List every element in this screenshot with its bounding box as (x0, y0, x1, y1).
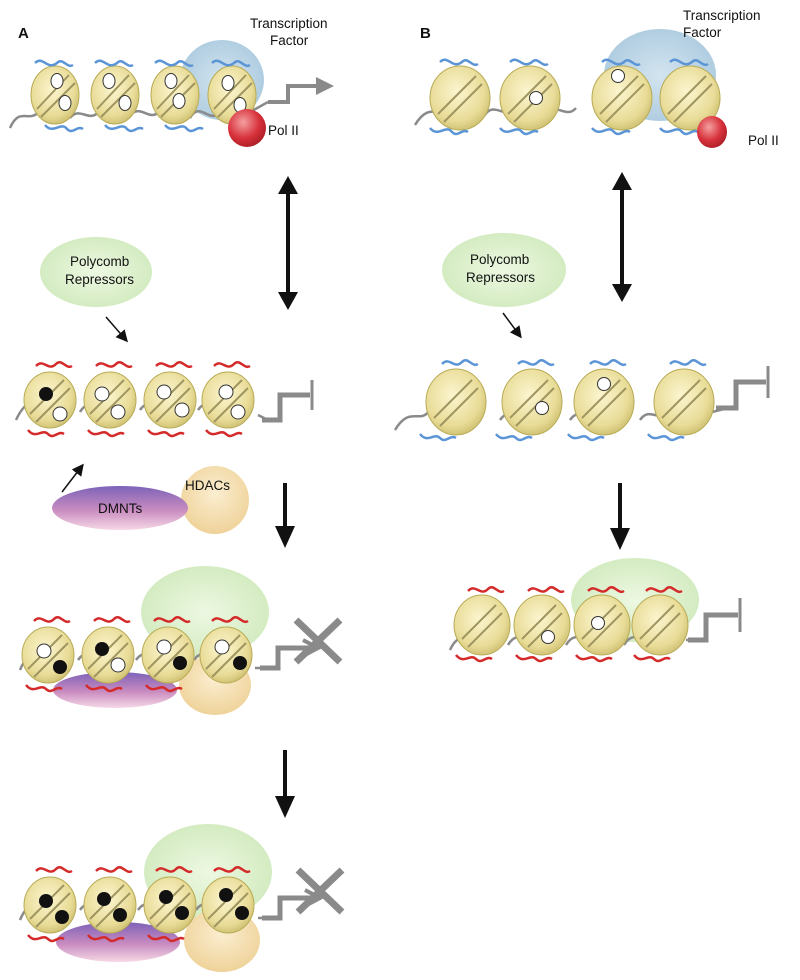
tf-label-a-1: Transcription (250, 16, 328, 31)
panel-a-silenced-chromatin (18, 566, 343, 715)
polycomb-label-a-1: Polycomb (70, 254, 129, 269)
panel-a-fully-silenced-chromatin (18, 824, 345, 972)
nucleosome-group (30, 59, 257, 133)
nucleosome (419, 359, 487, 442)
polycomb-label-b-2: Repressors (466, 270, 535, 285)
promoter-arrow-icon (688, 612, 738, 643)
dmnts-label: DMNTs (98, 501, 142, 516)
arrow-icon (275, 483, 295, 548)
tf-label-b-1: Transcription (683, 8, 761, 23)
panel-a-active-chromatin: Transcription Factor Pol II (8, 16, 334, 147)
panel-a-marked-chromatin (14, 361, 314, 438)
promoter-arrow-icon (262, 392, 310, 423)
nucleosome (591, 58, 653, 136)
nucleosome (141, 616, 195, 693)
hdacs-blob-a (181, 466, 249, 534)
nucleosome (573, 586, 631, 663)
tf-label-a-2: Factor (270, 33, 309, 48)
nucleosome (659, 58, 721, 136)
arrow-icon (502, 312, 522, 339)
arrow-icon (61, 463, 84, 493)
nucleosome (567, 359, 635, 442)
nucleosome (429, 58, 491, 136)
nucleosome (143, 866, 197, 943)
nucleosome (199, 616, 253, 684)
double-arrow-icon (612, 172, 632, 302)
nucleosome (201, 361, 255, 438)
nucleosome (513, 586, 571, 663)
promoter-arrow-icon (716, 379, 766, 411)
dmnts-blob (56, 922, 180, 962)
nucleosome (150, 59, 204, 133)
panel-b-silenced-chromatin (448, 558, 742, 663)
nucleosome (201, 866, 255, 934)
polycomb-repressors-b (442, 233, 566, 307)
dmnts-blob-a (52, 486, 188, 530)
pol-ii-blob (228, 109, 266, 147)
nucleosome (21, 616, 75, 693)
arrow-icon (105, 316, 128, 343)
nucleosome (83, 361, 137, 438)
promoter-arrow-icon (268, 84, 318, 104)
nucleosome (23, 361, 77, 438)
nucleosome (81, 616, 135, 693)
panel-b-marked-chromatin (393, 359, 770, 442)
polycomb-label-a-2: Repressors (65, 272, 134, 287)
arrow-icon (275, 750, 295, 818)
nucleosome (90, 59, 144, 133)
blocked-promoter-icon (260, 617, 343, 671)
pol-ii-label-a: Pol II (268, 123, 299, 138)
polycomb-label-b-1: Polycomb (470, 252, 529, 267)
pol-ii-label-b: Pol II (748, 133, 779, 148)
nucleosome (499, 58, 561, 136)
promoter-arrowhead (316, 77, 334, 95)
nucleosome (30, 59, 84, 133)
arrow-icon (610, 483, 630, 550)
panel-a-label: A (18, 25, 29, 42)
nucleosome (143, 361, 197, 438)
panel-b-active-chromatin: Transcription Factor Pol II (413, 8, 779, 148)
nucleosome (495, 359, 563, 442)
panel-b-label: B (420, 25, 431, 42)
nucleosome (453, 586, 511, 663)
double-arrow-icon (278, 176, 298, 310)
nucleosome (23, 866, 77, 943)
dna-strand (8, 100, 269, 129)
pol-ii-blob (697, 116, 727, 148)
nucleosome (83, 866, 137, 943)
polycomb-repressors-a (40, 237, 152, 307)
nucleosome (647, 359, 715, 442)
nucleosome (631, 586, 689, 663)
tf-label-b-2: Factor (683, 25, 722, 40)
blocked-promoter-icon (262, 867, 345, 921)
hdacs-label: HDACs (185, 478, 230, 493)
